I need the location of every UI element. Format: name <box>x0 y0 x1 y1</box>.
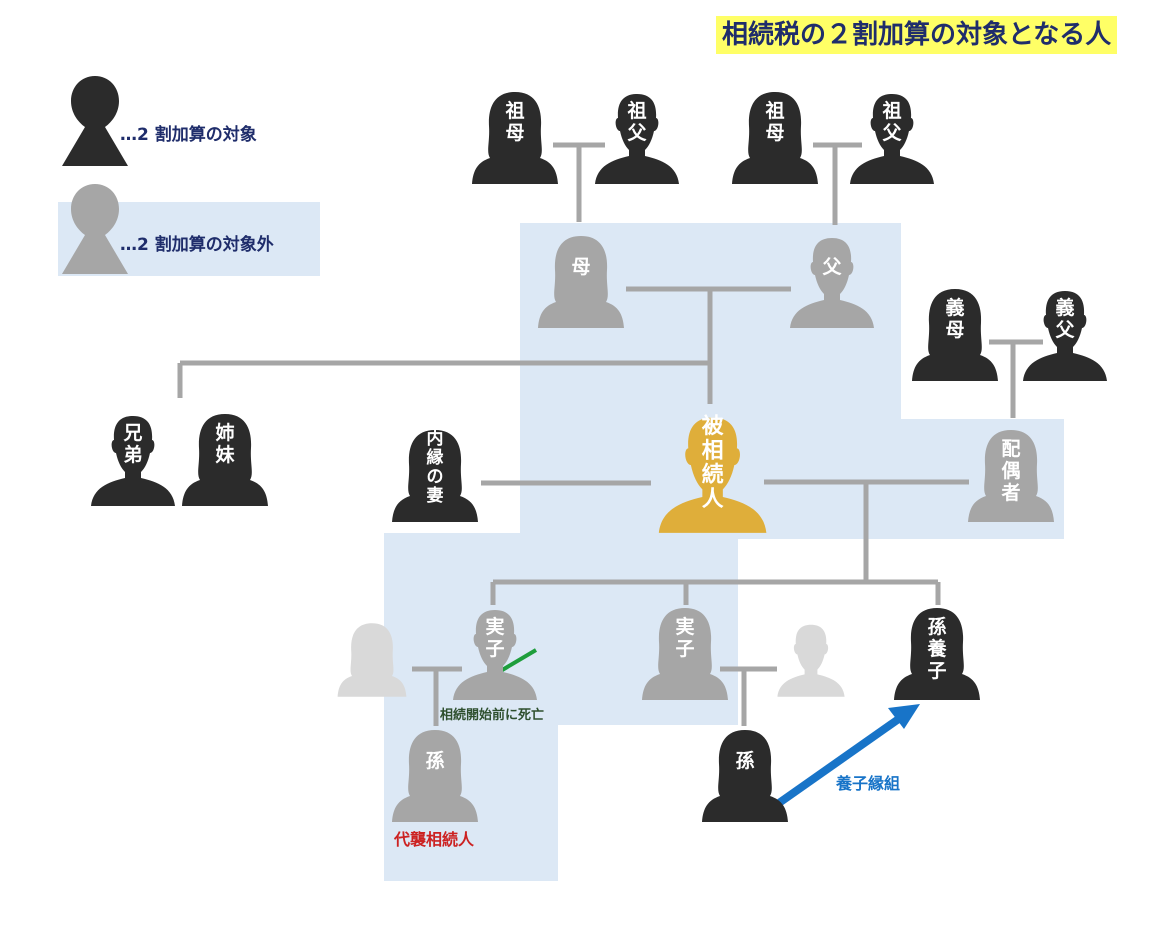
father-in-law-person: 義父 <box>1020 285 1110 385</box>
legend-non-target-label: …2 割加算の対象外 <box>120 235 274 255</box>
person-silhouette-icon <box>658 417 767 533</box>
person-silhouette-icon <box>392 430 478 522</box>
person-label: 祖父 <box>627 100 647 144</box>
person-silhouette-icon <box>62 76 128 166</box>
person-label: 孫 <box>735 750 755 772</box>
tree-lines <box>177 142 1043 726</box>
person-silhouette-icon <box>62 184 128 274</box>
mother-person: 母 <box>536 232 626 332</box>
grandchild-person: 孫 <box>700 726 790 826</box>
child2-spouse-person <box>775 620 847 700</box>
person-label: 実子 <box>675 616 695 660</box>
person-label: 祖母 <box>765 100 785 144</box>
grandfather-paternal-side-person: 祖父 <box>847 88 937 188</box>
person-label: 義母 <box>945 297 965 341</box>
person-silhouette-icon <box>538 236 624 328</box>
person-silhouette-icon <box>337 623 407 697</box>
person-label: 祖父 <box>882 100 902 144</box>
person-silhouette-icon <box>182 414 268 506</box>
legend-non-target-person-icon <box>50 178 140 278</box>
person-label: 祖母 <box>505 100 525 144</box>
sister-person: 姉妹 <box>180 410 270 510</box>
adoption-note: 養子縁組 <box>836 774 901 793</box>
person-label: 孫 <box>425 750 445 772</box>
grandmother-maternal-side-person: 祖母 <box>470 88 560 188</box>
person-label: 父 <box>822 256 842 278</box>
person-silhouette-icon <box>91 416 175 506</box>
person-silhouette-icon <box>642 608 728 700</box>
person-silhouette-icon <box>1023 291 1107 381</box>
page-title: 相続税の２割加算の対象となる人 <box>716 16 1118 54</box>
biological-child-1-person: 実子 <box>450 604 540 704</box>
legend-target-person-icon <box>50 70 140 170</box>
person-label: 配偶者 <box>1001 438 1021 504</box>
decedent-person: 被相続人 <box>655 410 770 538</box>
person-silhouette-icon <box>894 608 980 700</box>
biological-child-2-person: 実子 <box>640 604 730 704</box>
representative-heir-note: 代襲相続人 <box>394 830 475 849</box>
representative-grandchild-person: 孫 <box>390 726 480 826</box>
person-silhouette-icon <box>777 624 845 697</box>
person-silhouette-icon <box>912 289 998 381</box>
person-label: 義父 <box>1055 297 1075 341</box>
person-silhouette-icon <box>453 610 537 700</box>
person-label: 姉妹 <box>215 422 235 466</box>
person-label: 実子 <box>485 616 505 660</box>
died-before-inheritance-note: 相続開始前に死亡 <box>440 708 545 723</box>
person-label: 被相続人 <box>701 413 724 513</box>
legend-target-label: …2 割加算の対象 <box>120 125 257 145</box>
person-label: 内縁の妻 <box>426 429 444 506</box>
person-silhouette-icon <box>850 94 934 184</box>
person-silhouette-icon <box>595 94 679 184</box>
spouse-person: 配偶者 <box>966 426 1056 526</box>
person-silhouette-icon <box>968 430 1054 522</box>
person-silhouette-icon <box>702 730 788 822</box>
person-silhouette-icon <box>472 92 558 184</box>
person-silhouette-icon <box>392 730 478 822</box>
grandmother-paternal-side-person: 祖母 <box>730 88 820 188</box>
person-label: 孫養子 <box>927 616 947 682</box>
father-person: 父 <box>787 232 877 332</box>
person-label: 兄弟 <box>123 422 143 466</box>
adoption-arrow <box>776 704 920 807</box>
common-law-wife-person: 内縁の妻 <box>390 426 480 526</box>
child1-spouse-person <box>336 620 408 700</box>
person-silhouette-icon <box>790 238 874 328</box>
grandfather-maternal-side-person: 祖父 <box>592 88 682 188</box>
person-silhouette-icon <box>732 92 818 184</box>
brother-person: 兄弟 <box>88 410 178 510</box>
mother-in-law-person: 義母 <box>910 285 1000 385</box>
adopted-grandchild-person: 孫養子 <box>892 604 982 704</box>
person-label: 母 <box>571 256 591 278</box>
